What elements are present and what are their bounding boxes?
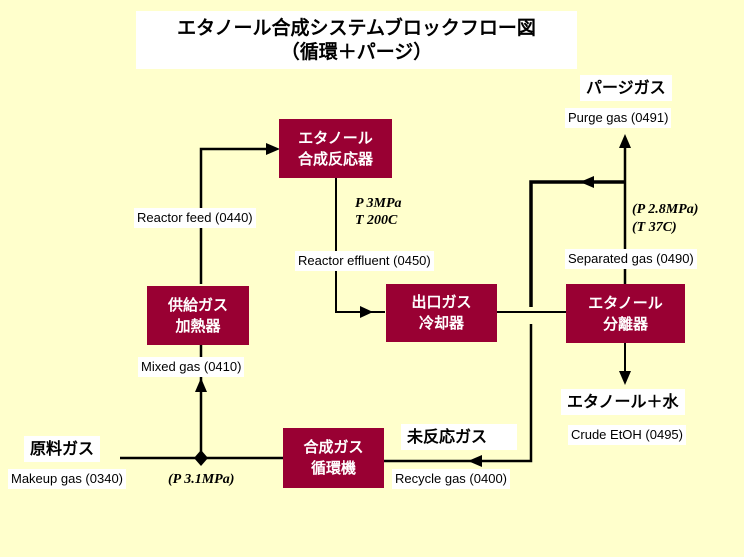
- label-jp-unreacted: 未反応ガス: [401, 424, 518, 450]
- block-reactor-line2: 合成反応器: [297, 149, 373, 168]
- diagram-title: エタノール合成システムブロックフロー図 （循環＋パージ）: [136, 11, 577, 69]
- block-separator[interactable]: エタノール 分離器: [566, 284, 685, 343]
- block-heater-line1: 供給ガス: [167, 295, 228, 314]
- label-purge-gas: Purge gas (0491): [565, 108, 672, 128]
- label-jp-purge: パージガス: [580, 75, 672, 101]
- line-recycle-gas: [344, 324, 533, 463]
- block-reactor[interactable]: エタノール 合成反応器: [279, 119, 392, 178]
- line-reactor-feed: [199, 147, 270, 284]
- arrow-reactor-feed: [266, 143, 280, 155]
- title-line-2: （循環＋パージ）: [280, 41, 433, 63]
- block-heater[interactable]: 供給ガス 加熱器: [147, 286, 249, 345]
- arrow-reactor-effluent: [360, 306, 373, 318]
- title-line-1: エタノール合成システムブロックフロー図: [177, 17, 536, 39]
- label-makeup-gas: Makeup gas (0340): [8, 469, 127, 489]
- cond-reactor-temperature: T 200C: [355, 213, 398, 228]
- mixing-point-diamond: [194, 450, 208, 466]
- arrow-recycle-branch: [580, 176, 594, 188]
- cond-reactor-pressure: P 3MPa: [355, 196, 402, 211]
- arrow-crude-etoh: [619, 371, 631, 385]
- block-separator-line2: 分離器: [602, 314, 648, 333]
- label-mixed-gas: Mixed gas (0410): [138, 357, 245, 377]
- arrow-purge-gas: [619, 134, 631, 148]
- block-cooler-line1: 出口ガス: [411, 293, 472, 311]
- block-cooler[interactable]: 出口ガス 冷却器: [386, 284, 497, 342]
- arrow-recycle-gas: [468, 455, 482, 467]
- cond-mix-pressure: (P 3.1MPa): [168, 472, 235, 487]
- block-heater-line2: 加熱器: [175, 316, 221, 335]
- block-compressor[interactable]: 合成ガス 循環機: [283, 428, 384, 488]
- block-separator-line1: エタノール: [588, 293, 663, 312]
- cond-separator-pressure: (P 2.8MPa): [632, 202, 699, 217]
- label-reactor-effluent: Reactor effluent (0450): [295, 251, 434, 271]
- block-compressor-line2: 循環機: [310, 459, 356, 477]
- block-compressor-line1: 合成ガス: [303, 438, 364, 456]
- label-jp-feedstock: 原料ガス: [24, 436, 101, 462]
- label-separated-gas: Separated gas (0490): [565, 249, 697, 269]
- label-reactor-feed: Reactor feed (0440): [134, 208, 256, 228]
- block-reactor-line1: エタノール: [298, 128, 373, 147]
- cond-separator-temperature: (T 37C): [632, 220, 677, 235]
- label-jp-ethanol-water: エタノール＋水: [561, 389, 685, 415]
- label-crude-etoh: Crude EtOH (0495): [568, 425, 686, 445]
- arrow-mixed-gas: [195, 378, 207, 392]
- label-recycle-gas: Recycle gas (0400): [392, 469, 510, 489]
- block-cooler-line2: 冷却器: [418, 314, 464, 332]
